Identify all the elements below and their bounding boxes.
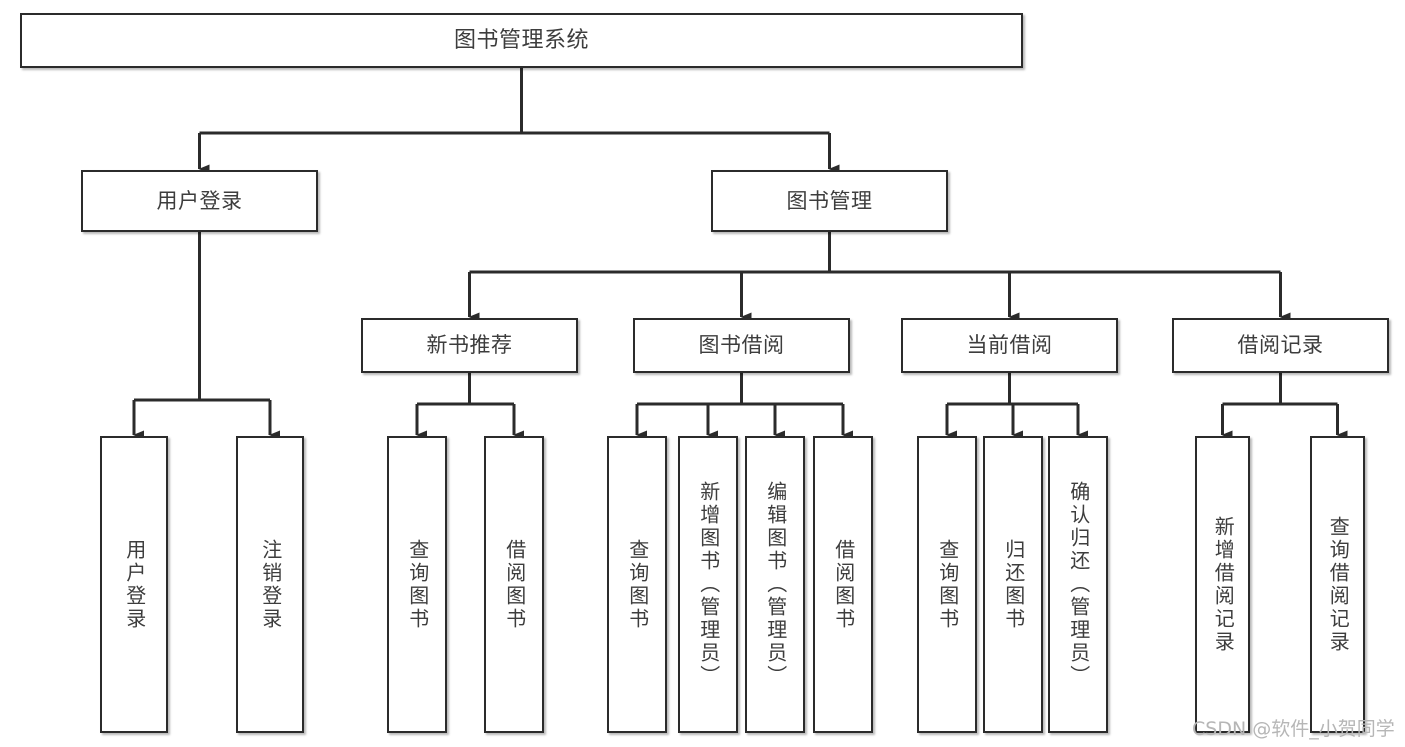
node-label: 图书借阅 (698, 333, 785, 358)
node-label: 查询图书 (405, 538, 430, 631)
node-login[interactable]: 用户登录 (81, 170, 318, 232)
node-leaf-login-2[interactable]: 注销登录 (236, 436, 304, 733)
node-leaf-cur-2[interactable]: 归还图书 (983, 436, 1043, 733)
node-label: 新书推荐 (426, 333, 513, 358)
node-leaf-new-1[interactable]: 查询图书 (387, 436, 447, 733)
node-label: 图书管理系统 (453, 27, 589, 53)
node-leaf-borrow-4[interactable]: 借阅图书 (813, 436, 873, 733)
node-leaf-borrow-3[interactable]: 编辑图书（管理员） (745, 436, 805, 733)
node-leaf-rec-2[interactable]: 查询借阅记录 (1310, 436, 1365, 733)
edge-paths (132, 68, 1348, 440)
node-label: 用户登录 (122, 538, 147, 631)
node-bookmgmt[interactable]: 图书管理 (711, 170, 948, 232)
node-label: 图书管理 (786, 188, 873, 213)
node-label: 查询图书 (625, 538, 650, 631)
node-leaf-cur-1[interactable]: 查询图书 (917, 436, 977, 733)
node-records[interactable]: 借阅记录 (1172, 318, 1389, 373)
node-leaf-borrow-1[interactable]: 查询图书 (607, 436, 667, 733)
node-label: 确认归还（管理员） (1066, 481, 1091, 688)
node-label: 查询图书 (935, 538, 960, 631)
node-leaf-new-2[interactable]: 借阅图书 (484, 436, 544, 733)
node-label: 新增借阅记录 (1211, 515, 1236, 654)
node-leaf-rec-1[interactable]: 新增借阅记录 (1195, 436, 1250, 733)
node-newbook[interactable]: 新书推荐 (361, 318, 578, 373)
node-label: 新增图书（管理员） (696, 481, 721, 688)
node-label: 借阅记录 (1237, 333, 1324, 358)
node-label: 归还图书 (1001, 538, 1026, 631)
node-label: 借阅图书 (502, 538, 527, 631)
node-root[interactable]: 图书管理系统 (20, 13, 1023, 68)
node-label: 用户登录 (156, 188, 243, 213)
node-label: 编辑图书（管理员） (763, 481, 788, 688)
node-leaf-borrow-2[interactable]: 新增图书（管理员） (678, 436, 738, 733)
node-borrow[interactable]: 图书借阅 (633, 318, 850, 373)
node-leaf-cur-3[interactable]: 确认归还（管理员） (1048, 436, 1108, 733)
node-current[interactable]: 当前借阅 (901, 318, 1118, 373)
node-label: 查询借阅记录 (1326, 515, 1351, 654)
node-label: 借阅图书 (831, 538, 856, 631)
node-label: 当前借阅 (966, 333, 1053, 358)
node-leaf-login-1[interactable]: 用户登录 (100, 436, 168, 733)
node-label: 注销登录 (258, 538, 283, 631)
